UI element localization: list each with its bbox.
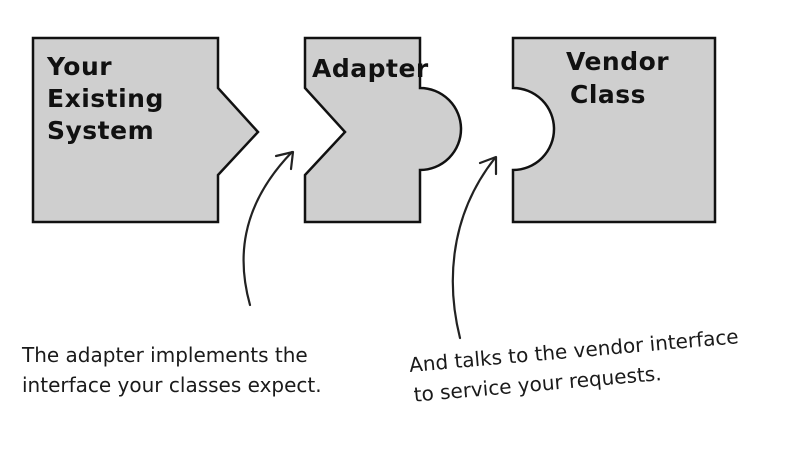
adapter-arrow-shaft	[242, 150, 294, 307]
existing-system-label-line3: System	[47, 116, 154, 145]
adapter-note-line2: interface your classes expect.	[22, 373, 322, 397]
vendor-class-block: Vendor Class	[511, 36, 717, 224]
vendor-arrow-shaft	[451, 156, 497, 340]
existing-system-label-line1: Your	[46, 52, 112, 81]
adapter-shape	[303, 36, 463, 224]
existing-system-block: Your Existing System	[31, 36, 260, 224]
existing-system-shape	[31, 36, 260, 224]
adapter-note: The adapter implements the interface you…	[21, 343, 322, 397]
adapter-note-arrow	[242, 150, 295, 307]
vendor-class-label-line2: Class	[570, 80, 646, 109]
vendor-arrow-head	[478, 155, 498, 176]
vendor-note-arrow	[451, 155, 498, 340]
adapter-arrow-head	[274, 150, 295, 171]
vendor-note: And talks to the vendor interface to ser…	[408, 324, 739, 406]
adapter-block: Adapter	[303, 36, 463, 224]
vendor-class-shape	[511, 36, 717, 224]
existing-system-label-line2: Existing	[47, 84, 164, 113]
vendor-class-label-line1: Vendor	[566, 47, 669, 76]
adapter-note-line1: The adapter implements the	[21, 343, 308, 367]
adapter-label: Adapter	[312, 54, 429, 83]
